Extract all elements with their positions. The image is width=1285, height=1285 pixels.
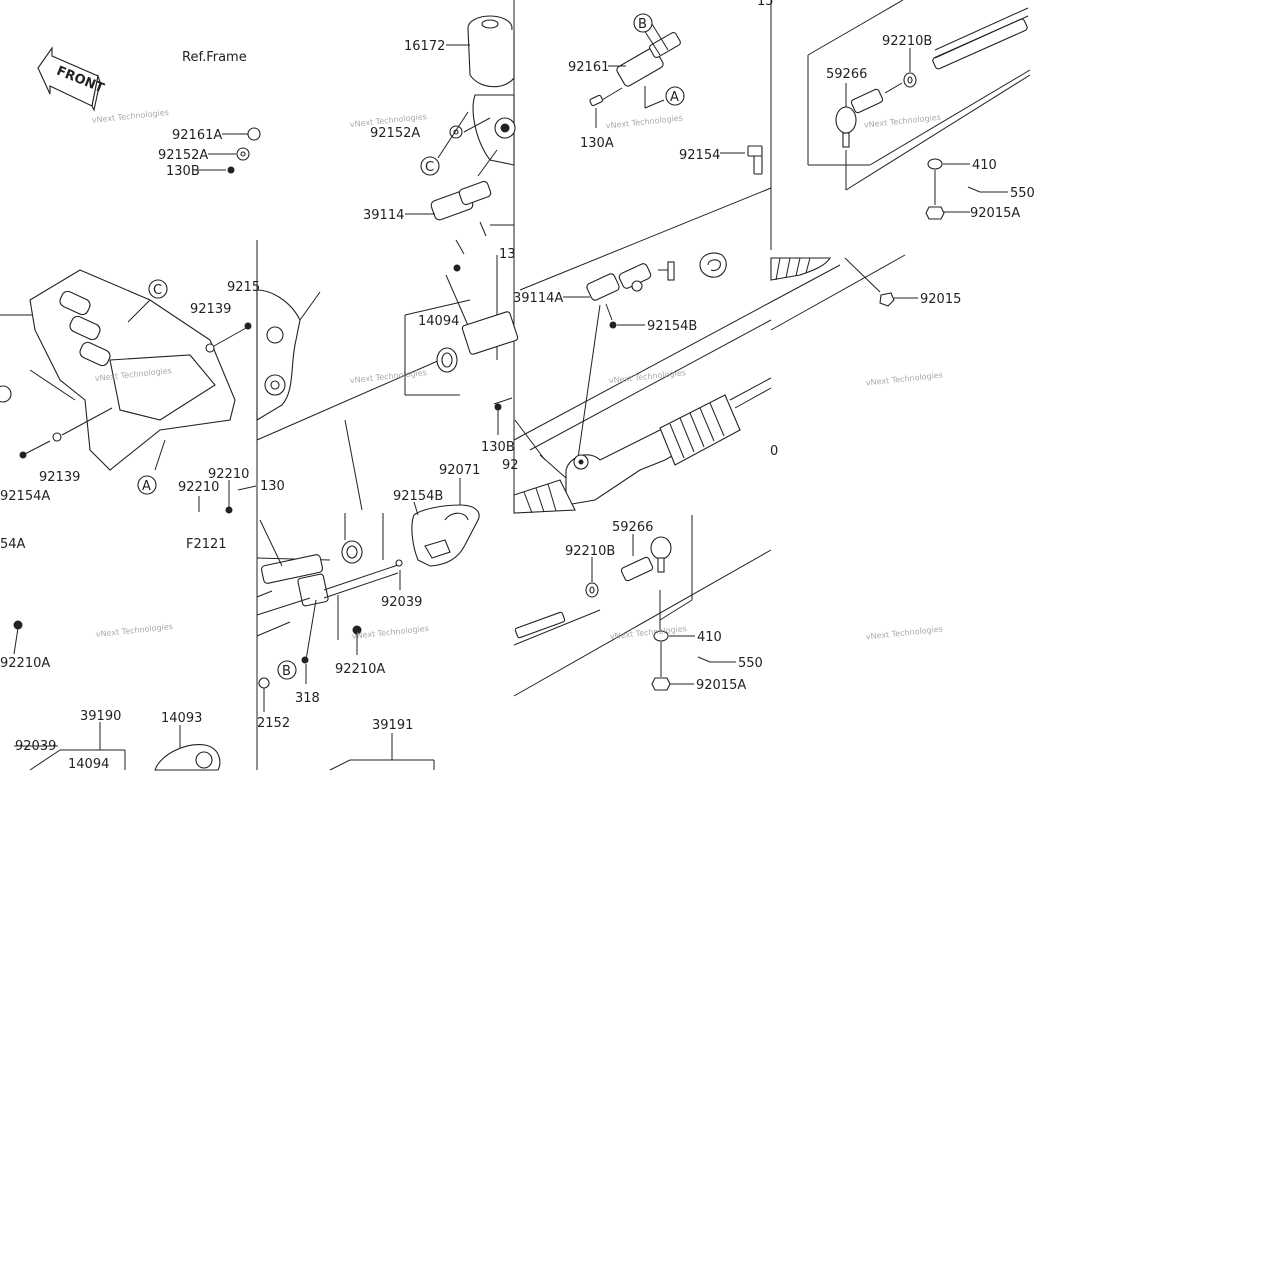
part-label-130: 130 xyxy=(260,479,285,494)
svg-text:C: C xyxy=(425,160,434,175)
svg-text:A: A xyxy=(142,479,151,494)
ref-frame-label: Ref.Frame xyxy=(182,50,247,65)
part-label-14093: 14093 xyxy=(161,711,202,726)
svg-text:B: B xyxy=(282,664,291,679)
part-label-92139: 92139 xyxy=(190,302,231,317)
ujoint-39114 xyxy=(405,180,514,272)
front-arrow-icon: FRONT xyxy=(37,46,106,112)
column-bracket-drawing xyxy=(0,269,252,471)
steering-rack-drawing xyxy=(513,187,772,514)
part-label-92210A: 92210A xyxy=(0,656,50,671)
svg-text:vNext Technologies: vNext Technologies xyxy=(91,108,169,125)
boot-92015 xyxy=(770,254,918,331)
part-label-92039-center: 92039 xyxy=(381,595,422,610)
svg-text:vNext Technologies: vNext Technologies xyxy=(863,113,941,130)
part-label-59266: 59266 xyxy=(826,67,867,82)
shaft-assy-39190 xyxy=(29,722,221,771)
part-label-13-fragment: 13 xyxy=(499,247,516,262)
part-label-92071: 92071 xyxy=(439,463,480,478)
svg-text:vNext Technologies: vNext Technologies xyxy=(95,622,173,639)
part-label-92039-left: 92039 xyxy=(15,739,56,754)
part-label-39191: 39191 xyxy=(372,718,413,733)
svg-text:B: B xyxy=(638,17,647,32)
part-label-92210B-lower: 92210B xyxy=(565,544,615,559)
svg-text:A: A xyxy=(670,90,679,105)
part-label-14094-lower: 14094 xyxy=(68,757,109,772)
part-label-2152: 2152 xyxy=(257,716,290,731)
svg-text:vNext Technologies: vNext Technologies xyxy=(865,625,943,642)
hardware-group-lowerleft xyxy=(13,480,257,747)
callout-c-text: C xyxy=(153,283,162,298)
part-label-F2121: F2121 xyxy=(186,537,227,552)
svg-text:vNext Technologies: vNext Technologies xyxy=(605,114,683,131)
svg-text:vNext Technologies: vNext Technologies xyxy=(609,624,687,641)
part-label-130A: 130A xyxy=(580,136,614,151)
part-label-54A: 54A xyxy=(0,537,26,552)
bracket-39191 xyxy=(329,733,435,771)
callout-a-upper: A xyxy=(665,86,685,106)
part-label-130B: 130B xyxy=(166,164,200,179)
callout-a-left: A xyxy=(137,475,157,495)
part-label-92015A: 92015A xyxy=(970,206,1020,221)
svg-text:vNext Technologies: vNext Technologies xyxy=(865,371,943,388)
part-label-0-fragment: 0 xyxy=(770,444,778,459)
svg-text:vNext Technologies: vNext Technologies xyxy=(608,368,686,385)
part-label-92210: 92210 xyxy=(208,467,249,482)
svg-text:vNext Technologies: vNext Technologies xyxy=(351,624,429,641)
part-label-59266-lower: 59266 xyxy=(612,520,653,535)
part-label-39114: 39114 xyxy=(363,208,404,223)
tie-rod-assy-lower xyxy=(513,515,772,697)
part-label-410-lower: 410 xyxy=(697,630,722,645)
part-label-92161: 92161 xyxy=(568,60,609,75)
part-label-39190: 39190 xyxy=(80,709,121,724)
intermediate-shaft-drawing xyxy=(256,513,403,712)
part-label-9215: 9215 xyxy=(227,280,260,295)
tie-rod-assy-upper-right xyxy=(807,0,1031,220)
part-label-410: 410 xyxy=(972,158,997,173)
part-label-550: 550 xyxy=(1010,186,1035,201)
callout-b-lower: B xyxy=(277,660,297,680)
part-label-92015A-lower: 92015A xyxy=(696,678,746,693)
part-label-92154B-lower: 92154B xyxy=(393,489,443,504)
part-label-130B-center: 130B xyxy=(481,440,515,455)
part-label-318: 318 xyxy=(295,691,320,706)
callout-b-upper: B xyxy=(633,13,653,33)
eps-motor-drawing xyxy=(437,15,516,177)
part-label-92161A: 92161A xyxy=(172,128,222,143)
part-label-92154: 92154 xyxy=(679,148,720,163)
cover-92071 xyxy=(411,478,480,567)
part-label-92210A-center: 92210A xyxy=(335,662,385,677)
part-label-92210B: 92210B xyxy=(882,34,932,49)
hardware-group-topleft xyxy=(198,127,261,174)
column-housing-drawing xyxy=(256,255,519,511)
part-label-15-fragment: 15 xyxy=(757,0,774,9)
part-label-92-fragment: 92 xyxy=(502,458,519,473)
part-label-92139-2: 92139 xyxy=(39,470,80,485)
callout-c-center: C xyxy=(420,156,440,176)
callout-c-left: C xyxy=(148,279,168,299)
part-label-92015: 92015 xyxy=(920,292,961,307)
part-label-14094: 14094 xyxy=(418,314,459,329)
part-label-92154A: 92154A xyxy=(0,489,50,504)
part-label-92210-2: 92210 xyxy=(178,480,219,495)
part-label-16172: 16172 xyxy=(404,39,445,54)
part-label-92154B: 92154B xyxy=(647,319,697,334)
part-label-92152A: 92152A xyxy=(158,148,208,163)
part-label-92152A-center: 92152A xyxy=(370,126,420,141)
part-label-39114A: 39114A xyxy=(513,291,563,306)
tie-rod-end-upper xyxy=(589,23,763,175)
part-label-550-lower: 550 xyxy=(738,656,763,671)
